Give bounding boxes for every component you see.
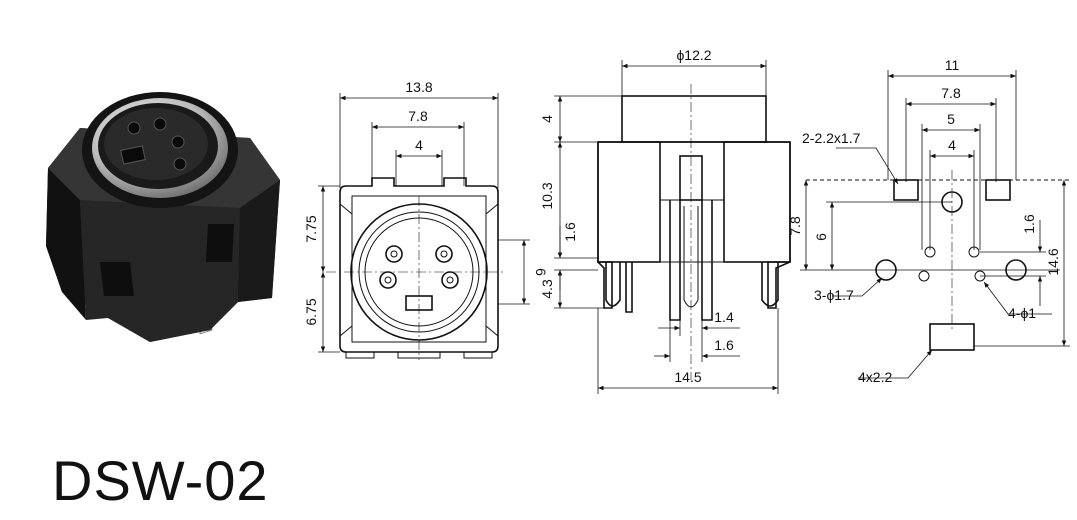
fp-height-overall-label: 14.6 — [1045, 248, 1061, 275]
side-height-lower-label: 4.3 — [539, 279, 555, 299]
side-height-body-label: 10.3 — [539, 182, 555, 209]
side-diameter-label: ϕ12.2 — [676, 47, 711, 63]
fp-height-small-label: 1.6 — [1021, 214, 1037, 234]
front-width-overall-label: 13.8 — [405, 79, 432, 95]
fp-height-inner-label: 6 — [813, 233, 829, 241]
front-height-upper-label: 7.75 — [303, 215, 319, 242]
side-pin-1-label: 1.4 — [714, 309, 734, 325]
side-height-top-label: 4 — [539, 115, 555, 123]
front-width-mid-label: 7.8 — [408, 108, 428, 124]
fp-width-small-label: 4 — [948, 137, 956, 153]
pcb-footprint — [800, 70, 1070, 379]
fp-width-overall-label: 11 — [945, 57, 960, 73]
fp-height-left-label: 7.8 — [787, 216, 803, 236]
front-height-lower-label: 6.75 — [303, 298, 319, 325]
front-width-inner-label: 4 — [415, 137, 423, 153]
fp-slot-bottom-label: 4x2.2 — [858, 369, 892, 385]
side-offset-label: 1.6 — [562, 222, 578, 242]
front-view — [318, 93, 530, 360]
connector-photo — [46, 92, 280, 342]
fp-holes-large-label: 3-ϕ1.7 — [814, 287, 854, 303]
front-center-offset-label: 6 — [533, 268, 549, 276]
side-view — [554, 60, 791, 394]
fp-holes-small-label: 4-ϕ1 — [1008, 305, 1036, 321]
side-width-overall-label: 14.5 — [674, 369, 701, 385]
fp-slots-label: 2-2.2x1.7 — [802, 130, 861, 146]
model-title: DSW-02 — [52, 449, 269, 512]
fp-width-inner-label: 5 — [947, 111, 955, 127]
side-pin-2-label: 1.6 — [714, 337, 734, 353]
fp-width-mid-label: 7.8 — [941, 85, 961, 101]
